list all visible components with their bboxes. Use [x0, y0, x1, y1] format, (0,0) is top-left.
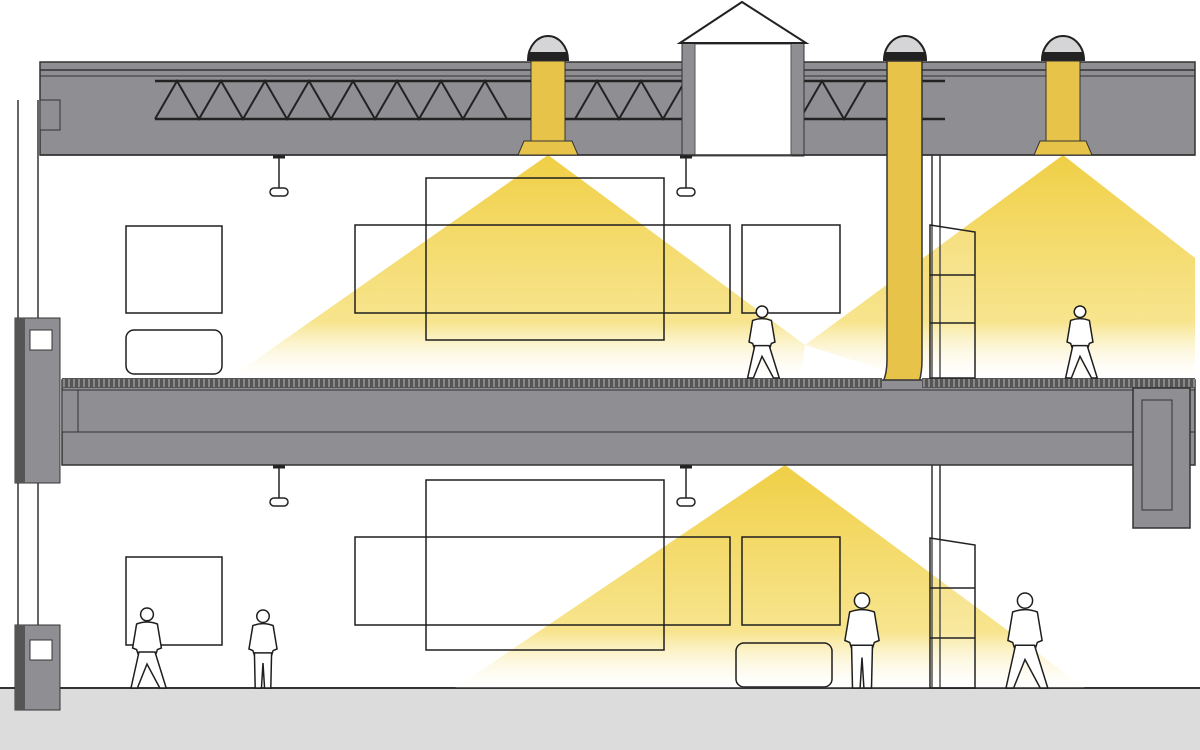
solar-tube-1 — [517, 35, 579, 156]
artwork-frame — [354, 536, 731, 626]
light-cone-upper-right — [805, 155, 1195, 378]
shelf-upper — [929, 224, 976, 379]
roof-monitor — [676, 0, 810, 157]
roof-truss — [154, 79, 508, 121]
partition-wall — [931, 155, 941, 688]
artwork-frame — [125, 556, 223, 646]
artwork-frame — [425, 479, 665, 651]
artwork-frame — [741, 536, 841, 626]
roof-truss — [799, 79, 867, 121]
light-cone-lower — [455, 465, 1085, 688]
artwork-frame — [741, 224, 841, 314]
shelf-lower — [929, 537, 976, 689]
pendant-light-icon — [676, 465, 696, 507]
roof-structure — [39, 61, 1196, 156]
person-silhouette-icon — [248, 609, 278, 689]
artwork-frames — [125, 177, 841, 651]
bench — [125, 329, 223, 375]
solar-tube-3 — [1033, 35, 1093, 156]
roof-truss — [574, 79, 686, 121]
person-silhouette-icon — [1064, 305, 1099, 379]
artwork-frame — [425, 177, 665, 341]
ground — [0, 688, 1200, 750]
artwork-frame — [125, 225, 223, 314]
exterior-wall — [14, 100, 61, 711]
person-silhouette-icon — [130, 607, 168, 689]
light-cone-upper-left — [230, 155, 805, 378]
artwork-frame — [354, 224, 731, 314]
bench — [735, 642, 833, 688]
person-silhouette-icon — [1005, 592, 1049, 689]
pendant-light-icon — [269, 465, 289, 507]
person-silhouette-icon — [746, 305, 781, 379]
pendant-lights — [269, 155, 696, 507]
floor-slab — [61, 378, 1196, 529]
person-silhouette-icon — [844, 592, 880, 689]
people — [130, 305, 1099, 689]
pendant-light-icon — [676, 155, 696, 197]
pendant-light-icon — [269, 155, 289, 197]
